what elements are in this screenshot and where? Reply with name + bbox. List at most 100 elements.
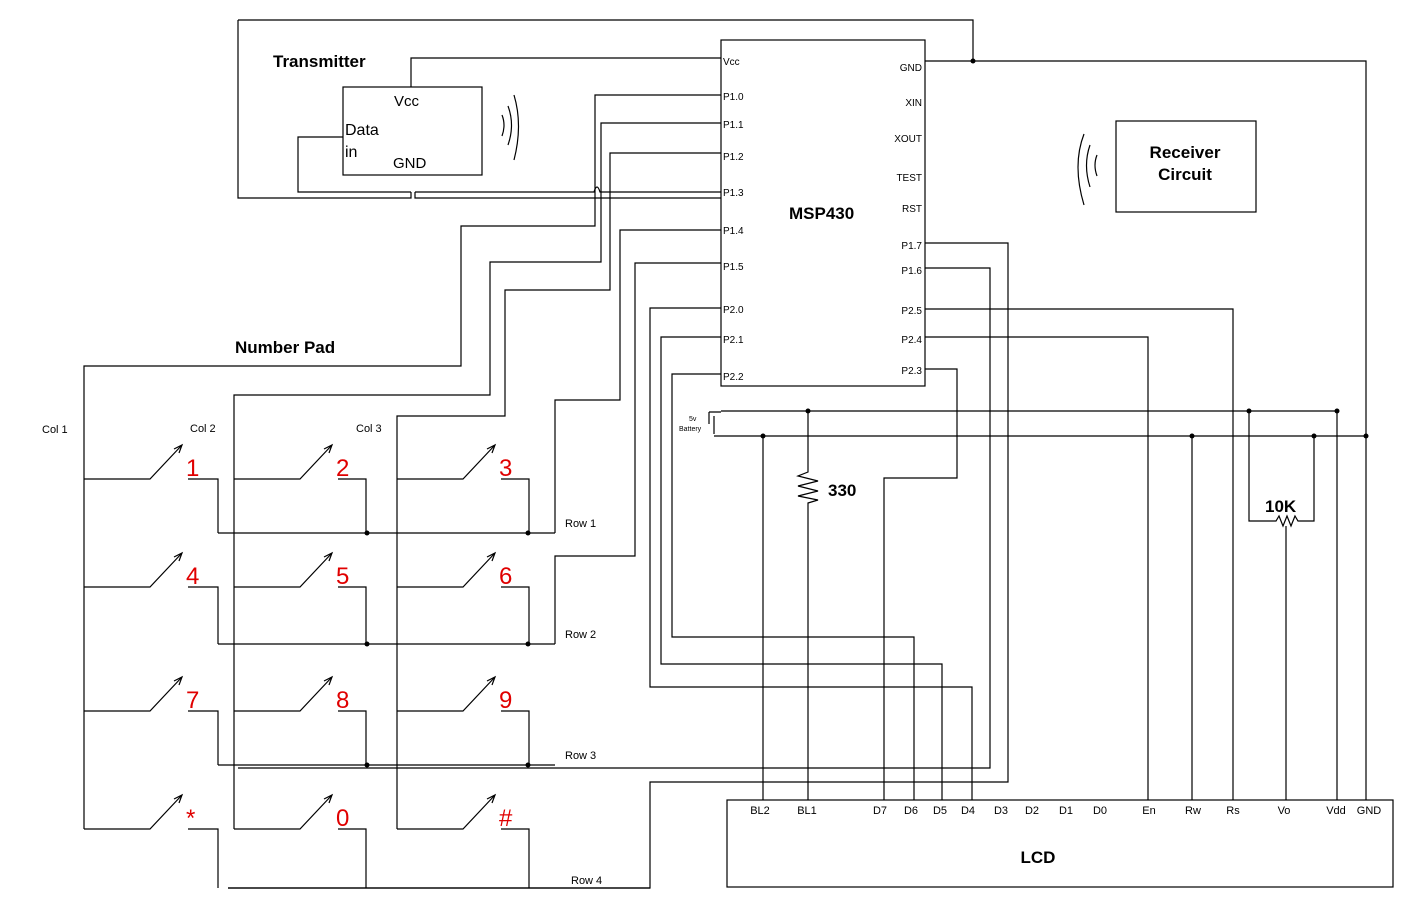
key-label-7: 7 xyxy=(186,687,199,714)
switch-arrow-icon xyxy=(486,675,497,686)
receiver-title-line1: Receiver xyxy=(1150,143,1221,162)
keypad-switch xyxy=(397,444,496,480)
keypad-switch xyxy=(397,794,496,830)
key-contact-wire xyxy=(188,828,219,888)
keypad-switch xyxy=(234,552,333,588)
key-label-1: 1 xyxy=(186,455,199,482)
keypad-switch xyxy=(397,676,496,712)
mcu-pin-left-p1-2: P1.2 xyxy=(723,152,744,163)
mcu-pin-right-xout: XOUT xyxy=(894,134,922,145)
receiver-title-line2: Circuit xyxy=(1158,165,1212,184)
mcu-pin-left-p1-1: P1.1 xyxy=(723,120,744,131)
transmit-wave-icon xyxy=(501,94,520,161)
lcd-pin-rs: Rs xyxy=(1226,805,1240,817)
resistor-330: 330 xyxy=(796,411,856,800)
receiver-circuit: Receiver Circuit xyxy=(1077,120,1257,213)
transmitter-data-label: Data xyxy=(345,122,379,139)
junction-dot xyxy=(525,762,531,768)
lcd-pin-d1: D1 xyxy=(1059,805,1073,817)
transmitter-in-label: in xyxy=(345,144,357,161)
lcd-pin-bl2: BL2 xyxy=(750,805,770,817)
keypad-switch xyxy=(234,794,333,830)
key-contact-wire xyxy=(501,710,530,765)
mcu-pin-left-p1-5: P1.5 xyxy=(723,262,744,273)
mcu-pin-left-p2-1: P2.1 xyxy=(723,335,744,346)
switch-arrow-icon xyxy=(323,675,334,686)
resistor-10k: 10K xyxy=(1248,411,1315,800)
lcd-pin-bl1: BL1 xyxy=(797,805,817,817)
junction-dot xyxy=(364,762,370,768)
key-contact-wire xyxy=(338,478,367,533)
resistor-10k-label: 10K xyxy=(1265,497,1297,516)
mcu-pin-right-xin: XIN xyxy=(905,98,922,109)
lcd-title: LCD xyxy=(1021,848,1056,867)
junction-dot xyxy=(525,530,531,536)
key-contact-wire xyxy=(338,710,367,765)
column-1-label: Col 1 xyxy=(42,424,68,436)
key-label-2: 2 xyxy=(336,455,349,482)
key-label-4: 4 xyxy=(186,563,199,590)
junction-dot xyxy=(1189,433,1195,439)
receiver-box xyxy=(1115,120,1257,213)
junction-dot xyxy=(1363,433,1369,439)
msp430-body xyxy=(720,39,926,387)
lcd-pin-en: En xyxy=(1142,805,1155,817)
transmitter-module: Transmitter Vcc Data in GND xyxy=(273,52,520,176)
switch-arrow-icon xyxy=(323,443,334,454)
row-4-label: Row 4 xyxy=(571,875,602,887)
mcu-pin-left-p1-3: P1.3 xyxy=(723,188,744,199)
key-label-12: # xyxy=(499,805,513,832)
lcd-pin-d2: D2 xyxy=(1025,805,1039,817)
junction-dot xyxy=(1246,408,1252,414)
column-3-label: Col 3 xyxy=(356,423,382,435)
key-contact-wire xyxy=(501,478,530,533)
switch-arrow-icon xyxy=(486,551,497,562)
switch-arrow-icon xyxy=(173,551,184,562)
key-contact-wire xyxy=(338,586,367,644)
mcu-pin-left-p1-0: P1.0 xyxy=(723,92,744,103)
key-label-9: 9 xyxy=(499,687,512,714)
switch-arrow-icon xyxy=(486,443,497,454)
junction-dot xyxy=(1311,433,1317,439)
junction-dot xyxy=(364,641,370,647)
key-label-11: 0 xyxy=(336,805,349,832)
keypad-switch xyxy=(84,552,183,588)
junction-dot xyxy=(525,641,531,647)
resistor-330-label: 330 xyxy=(828,481,856,500)
junction-dot xyxy=(1334,408,1340,414)
msp430-title: MSP430 xyxy=(789,204,854,223)
transmitter-vcc-label: Vcc xyxy=(394,93,420,110)
switch-arrow-icon xyxy=(173,793,184,804)
junction-dot xyxy=(970,58,976,64)
lcd-pin-d0: D0 xyxy=(1093,805,1107,817)
keypad-switch xyxy=(234,676,333,712)
mcu-pin-left-p1-4: P1.4 xyxy=(723,226,744,237)
number-pad-title: Number Pad xyxy=(235,338,335,357)
keypad-switch xyxy=(397,552,496,588)
key-contact-wire xyxy=(501,828,530,888)
lcd-pin-vdd: Vdd xyxy=(1326,805,1346,817)
transmitter-box xyxy=(342,86,483,176)
lcd-pin-d4: D4 xyxy=(961,805,975,817)
switch-arrow-icon xyxy=(323,793,334,804)
keypad-switch xyxy=(84,444,183,480)
key-contact-wire xyxy=(501,586,530,644)
mcu-pin-right-p2-5: P2.5 xyxy=(901,306,922,317)
lcd-pin-rw: Rw xyxy=(1185,805,1201,817)
switch-arrow-icon xyxy=(173,675,184,686)
mcu-pin-left-p2-2: P2.2 xyxy=(723,372,744,383)
switch-arrow-icon xyxy=(173,443,184,454)
lcd-pin-d7: D7 xyxy=(873,805,887,817)
switch-arrow-icon xyxy=(323,551,334,562)
mcu-pin-right-p1-7: P1.7 xyxy=(901,241,922,252)
mcu-keypad-wires xyxy=(83,94,721,829)
mcu-pin-right-gnd: GND xyxy=(900,63,922,74)
key-contact-wire xyxy=(188,586,219,644)
battery-label-line1: 5v xyxy=(689,416,697,423)
junction-dot xyxy=(805,408,811,414)
transmitter-title: Transmitter xyxy=(273,52,366,71)
